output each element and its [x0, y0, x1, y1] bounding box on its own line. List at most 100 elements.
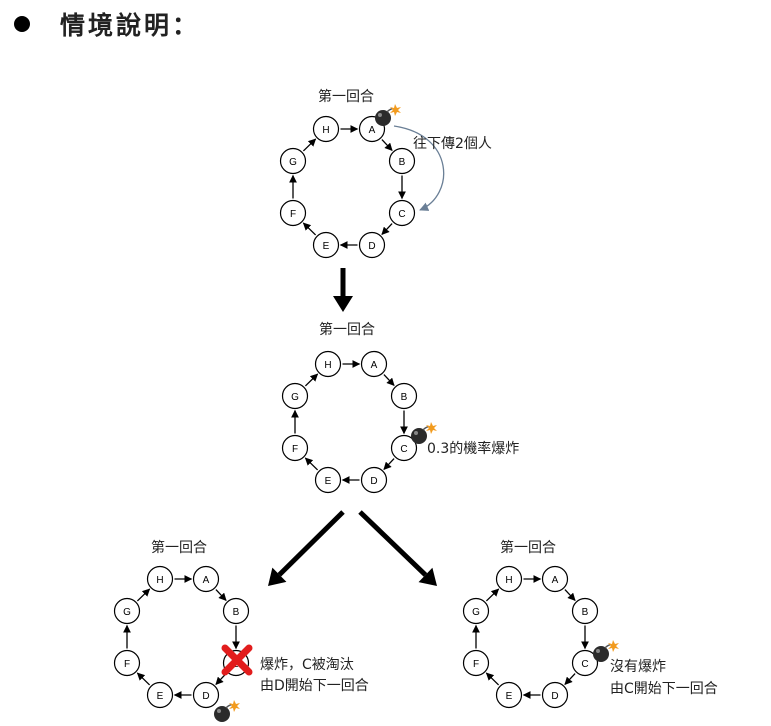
node-r3-A: [192, 565, 220, 593]
round-label-2: 第一回合: [319, 322, 375, 338]
page-title: 情境說明：: [60, 11, 201, 40]
node-label-r1-G: G: [289, 157, 297, 168]
node-r4-G: [462, 597, 490, 625]
bomb-icon-highlight: [378, 113, 382, 117]
node-label-r2-C: C: [400, 444, 407, 455]
node-r1-C: [388, 199, 416, 227]
node-r4-E: [495, 681, 523, 709]
bomb-icon-spark: [390, 104, 401, 116]
explode-chance-note: 0.3的機率爆炸: [427, 441, 520, 457]
node-r4-H: [495, 565, 523, 593]
node-r2-C: [390, 434, 418, 462]
round-label-3: 第一回合: [151, 540, 207, 556]
node-r4-B: [571, 597, 599, 625]
node-r1-E: [312, 231, 340, 259]
node-label-r1-A: A: [369, 125, 376, 136]
ring-arrow-r1-G: [302, 138, 317, 152]
outcome-exploded-line2: 由D開始下一回合: [260, 678, 369, 694]
bomb-icon-2-highlight: [414, 431, 418, 435]
node-label-r3-D: D: [202, 691, 209, 702]
node-r2-E: [314, 466, 342, 494]
node-label-r1-C: C: [398, 209, 405, 220]
node-label-r4-E: E: [506, 691, 513, 702]
node-r1-H: [312, 115, 340, 143]
cross-icon-2: [221, 644, 253, 676]
node-r4-F: [462, 649, 490, 677]
left-down-arrow-icon-head: [268, 567, 287, 586]
node-label-r4-F: F: [473, 659, 479, 670]
node-r1-D: [358, 231, 386, 259]
node-label-r3-B: B: [233, 607, 240, 618]
right-down-arrow-icon-head: [418, 567, 437, 586]
node-label-r2-G: G: [291, 392, 299, 403]
node-label-r4-A: A: [552, 575, 559, 586]
curved-pass-arrow-icon: [393, 125, 445, 211]
node-label-r3-G: G: [123, 607, 131, 618]
round-label-4: 第一回合: [500, 540, 556, 556]
right-down-arrow-icon-shaft: [358, 510, 428, 577]
bomb-icon: [375, 110, 391, 126]
node-label-r4-D: D: [551, 691, 558, 702]
node-label-r4-H: H: [505, 575, 512, 586]
bomb-icon-2: [411, 428, 427, 444]
node-r3-E: [146, 681, 174, 709]
node-label-r3-E: E: [157, 691, 164, 702]
bomb-icon-4: [593, 646, 609, 662]
node-r2-G: [281, 382, 309, 410]
node-label-r2-A: A: [371, 360, 378, 371]
node-label-r3-A: A: [203, 575, 210, 586]
bomb-icon-3-highlight: [217, 709, 221, 713]
node-label-r1-F: F: [290, 209, 296, 220]
node-label-r1-H: H: [322, 125, 329, 136]
ring-arrow-r3-E: [136, 672, 151, 686]
ring-arrow-r4-C: [564, 673, 576, 685]
ring-arrow-r2-C: [383, 458, 395, 470]
node-r2-B: [390, 382, 418, 410]
node-label-r1-E: E: [323, 241, 330, 252]
node-r2-H: [314, 350, 342, 378]
pass-note: 往下傳2個人: [413, 136, 492, 152]
bullet-icon: [14, 16, 30, 32]
node-label-r1-D: D: [368, 241, 375, 252]
bomb-icon-4-highlight: [596, 649, 600, 653]
node-label-r4-G: G: [472, 607, 480, 618]
node-r4-D: [541, 681, 569, 709]
node-r1-F: [279, 199, 307, 227]
outcome-safe-line2: 由C開始下一回合: [610, 681, 718, 697]
ring-arrow-r4-A: [564, 589, 576, 601]
round-label-1: 第一回合: [318, 89, 374, 105]
node-r2-A: [360, 350, 388, 378]
ring-arrow-r1-A: [381, 139, 393, 151]
node-r3-G: [113, 597, 141, 625]
node-r1-B: [388, 147, 416, 175]
outcome-exploded-line1: 爆炸，C被淘汰: [260, 657, 354, 673]
ring-arrow-r2-E: [304, 457, 319, 471]
node-r2-F: [281, 434, 309, 462]
ring-arrow-r1-C: [381, 223, 393, 235]
node-label-r2-F: F: [292, 444, 298, 455]
ring-arrow-r2-G: [304, 373, 319, 387]
ring-arrow-r3-G: [136, 588, 151, 602]
ring-arrow-r1-E: [302, 222, 317, 236]
node-label-r2-D: D: [370, 476, 377, 487]
bomb-icon-3-spark: [229, 700, 240, 712]
bomb-icon-3: [214, 706, 230, 722]
node-label-r2-B: B: [401, 392, 408, 403]
node-r2-D: [360, 466, 388, 494]
node-label-r2-H: H: [324, 360, 331, 371]
down-arrow-icon-head: [333, 296, 353, 312]
node-r3-H: [146, 565, 174, 593]
node-label-r2-E: E: [325, 476, 332, 487]
node-label-r4-B: B: [582, 607, 589, 618]
ring-arrow-r2-A: [383, 374, 395, 386]
ring-arrow-r4-E: [485, 672, 500, 686]
node-r3-D: [192, 681, 220, 709]
node-label-r3-F: F: [124, 659, 130, 670]
bomb-icon-4-spark: [608, 640, 619, 652]
node-r4-C: [571, 649, 599, 677]
header: 情境說明：: [14, 6, 200, 42]
node-r1-G: [279, 147, 307, 175]
node-r3-F: [113, 649, 141, 677]
